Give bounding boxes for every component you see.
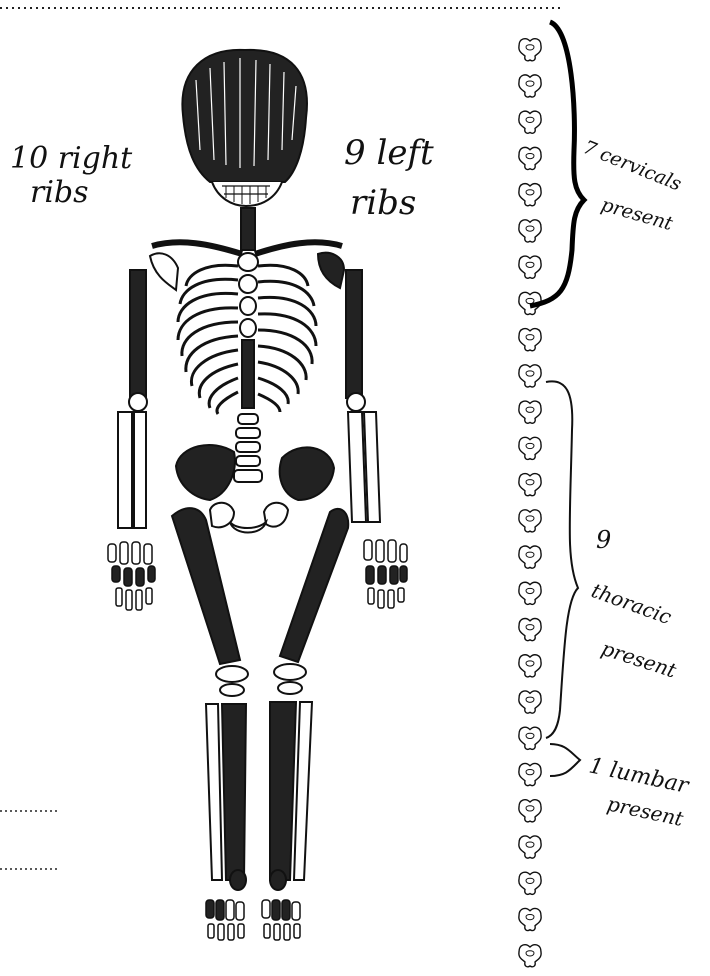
vertebra-icon [519, 474, 541, 496]
lumbar-label-line2: present [605, 791, 686, 831]
left-ribs-label-line2: ribs [350, 183, 416, 223]
vertebra-icon [519, 39, 541, 61]
right-ribs-label-line2: ribs [30, 175, 89, 210]
vertebra-icon [519, 727, 541, 749]
vertebra-icon [519, 655, 541, 677]
vertebra-icon [519, 147, 541, 169]
vertebra-icon [519, 437, 541, 459]
vertebra-icon [519, 872, 541, 894]
right-ribs [178, 265, 238, 414]
right-ribs-label-line1: 10 right [10, 141, 133, 176]
thoracic-spine [238, 253, 258, 408]
lumbar-label-line1: 1 lumbar [587, 753, 692, 799]
vertebra-icon [519, 220, 541, 242]
right-hand [108, 542, 155, 610]
vertebra-icon [519, 546, 541, 568]
vertebra-icon [519, 510, 541, 532]
left-hand [364, 540, 407, 608]
right-scapula [150, 253, 178, 290]
left-leg [270, 509, 348, 880]
left-arm [346, 270, 380, 522]
vertebra-icon [519, 184, 541, 206]
lumbar-bracket [550, 744, 580, 776]
thoracic-bracket [546, 381, 578, 738]
vertebra-icon [519, 619, 541, 641]
vertebra-icon [519, 256, 541, 278]
right-clavicle [152, 242, 242, 254]
cervical-label-line1: 7 cervicals [580, 136, 685, 195]
right-leg [172, 508, 248, 880]
vertebra-icon [519, 582, 541, 604]
vertebra-icon [519, 75, 541, 97]
vertebra-icon [519, 111, 541, 133]
skull [182, 50, 307, 206]
right-foot [206, 900, 244, 940]
vertebra-icon [519, 365, 541, 387]
vertebra-icon [519, 836, 541, 858]
left-foot [262, 900, 300, 940]
cervical-label-line2: present [599, 194, 676, 235]
vertebra-icon [519, 908, 541, 930]
cervical-neck [241, 208, 255, 250]
vertebra-icon [519, 764, 541, 786]
vertebra-icon [519, 401, 541, 423]
vertebra-icon [519, 945, 541, 967]
thoracic-label-line2: thoracic [588, 578, 674, 629]
left-scapula [318, 253, 344, 288]
lumbar-spine [234, 414, 262, 482]
left-ribs-label-line1: 9 left [344, 133, 434, 173]
right-arm [118, 270, 147, 528]
thoracic-label-line1: 9 [596, 526, 611, 554]
vertebra-icon [519, 800, 541, 822]
left-ribs [258, 265, 316, 412]
thoracic-label-line3: present [598, 636, 680, 683]
vertebra-icon [519, 329, 541, 351]
vertebra-column [519, 39, 541, 967]
vertebra-icon [519, 691, 541, 713]
